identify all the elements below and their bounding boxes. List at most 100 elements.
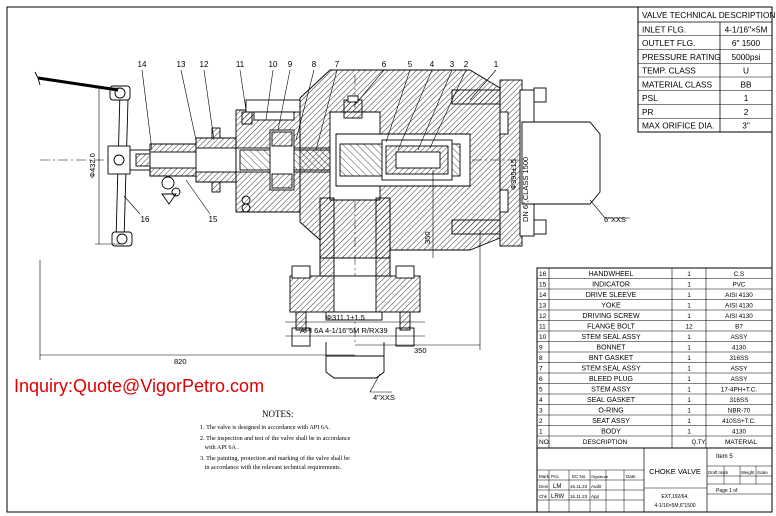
balloon-10: 10	[269, 60, 278, 69]
balloon-12: 12	[200, 60, 209, 69]
bom-material-4: 316SS	[730, 397, 749, 404]
tb-signature: Signature	[591, 474, 609, 479]
bom-qty-14: 1	[687, 292, 691, 299]
spec-label-1: OUTLET FLG.	[642, 38, 695, 48]
inquiry-watermark: Inquiry:Quote@VigorPetro.com	[14, 376, 264, 396]
balloon-13: 13	[177, 60, 186, 69]
bom-qty-3: 1	[687, 408, 691, 415]
note-line-1: 1. The valve is designed in accordance w…	[200, 424, 330, 431]
spec-label-0: INLET FLG.	[642, 24, 686, 34]
balloon-4: 4	[430, 60, 435, 69]
spec-value-1: 6" 1500	[732, 38, 761, 48]
spec-value-7: 3"	[742, 121, 750, 131]
bom-header-qty: Q.TY.	[692, 440, 707, 446]
balloon-14: 14	[138, 60, 147, 69]
note-line-3: with API 6A .	[200, 444, 239, 451]
title-block: Mark Pcs EC No. Signature Date Desi LM 1…	[536, 447, 773, 513]
tb-desi: Desi	[539, 484, 548, 489]
dimension-labels: Φ432.0 Φ395±15 DN 6",CLASS 1500 350 Φ311…	[88, 153, 626, 402]
spec-value-3: U	[743, 66, 749, 76]
balloon-9: 9	[288, 60, 293, 69]
bom-no-8: 8	[539, 355, 543, 362]
dim-handwheel-dia: Φ432.0	[88, 153, 97, 178]
bom-qty-2: 1	[687, 418, 691, 425]
bom-material-9: 4130	[732, 345, 747, 352]
spec-value-2: 5000psi	[731, 52, 760, 62]
bom-desc-3: O-RING	[598, 408, 623, 415]
balloon-leaders	[123, 69, 497, 215]
dim-outlet-class: DN 6",CLASS 1500	[521, 157, 530, 222]
dim-outlet-dia: Φ395±15	[509, 159, 518, 190]
spec-label-3: TEMP. CLASS	[642, 66, 696, 76]
tb-app: App	[591, 494, 600, 499]
bom-qty-5: 1	[687, 387, 691, 394]
dim-outlet-pipe: 6"XXS	[604, 215, 626, 224]
tb-ecno: EC No.	[572, 474, 587, 479]
bom-no-14: 14	[539, 292, 547, 299]
dim-height-350: 350	[423, 231, 432, 244]
tb-date: Date	[626, 474, 636, 479]
bom-material-3: NBR-70	[728, 408, 751, 415]
bom-material-6: ASSY	[731, 376, 749, 383]
spec-label-6: PR	[642, 107, 654, 117]
valve-spec-table: VALVE TECHNICAL DESCRIPTION INLET FLG.4-…	[637, 6, 775, 133]
bom-no-1: 1	[539, 429, 543, 436]
bom-material-13: AISI 4130	[725, 303, 753, 310]
bom-material-8: 316SS	[730, 355, 749, 362]
balloon-5: 5	[408, 60, 413, 69]
bom-desc-7: STEM SEAL ASSY	[581, 366, 641, 373]
bom-header-no: NO.	[539, 439, 551, 446]
bom-no-15: 15	[539, 282, 547, 289]
bom-desc-12: DRIVING SCREW	[582, 313, 640, 320]
bom-qty-9: 1	[687, 345, 691, 352]
dimension-lines	[39, 87, 630, 393]
tb-mark: Mark	[539, 474, 550, 479]
dim-inlet-api: API 6A 4-1/16"5M R/RX39	[300, 326, 388, 335]
bom-qty-6: 1	[687, 376, 691, 383]
bom-qty-15: 1	[687, 282, 691, 289]
tb-drawing-name: CHOKE VALVE	[649, 467, 701, 476]
bom-desc-5: STEM ASSY	[591, 387, 631, 394]
tb-audit: Audit	[591, 484, 602, 489]
bom-material-7: ASSY	[731, 366, 749, 373]
valve-cross-section	[34, 69, 601, 379]
spec-table-title: VALVE TECHNICAL DESCRIPTION	[642, 10, 775, 20]
spec-label-2: PRESSURE RATING	[642, 52, 721, 62]
bom-header-material: MATERIAL	[725, 439, 757, 446]
balloon-1: 1	[494, 60, 499, 69]
bom-no-13: 13	[539, 303, 547, 310]
tb-item-note: Item 5	[716, 454, 733, 460]
bom-qty-16: 1	[687, 271, 691, 278]
bom-material-1: 4130	[732, 429, 747, 436]
bom-material-12: AISI 4130	[725, 313, 753, 320]
bom-material-10: ASSY	[731, 334, 749, 341]
bom-material-14: AISI 4130	[725, 292, 753, 299]
note-line-4: 3. The painting, protection and marking …	[200, 455, 350, 462]
bom-desc-8: BNT GASKET	[589, 355, 634, 362]
balloon-8: 8	[312, 60, 317, 69]
bom-no-6: 6	[539, 376, 543, 383]
tb-scale: Scale	[757, 470, 768, 475]
bom-qty-10: 1	[687, 334, 691, 341]
tb-weight: Weight	[741, 470, 755, 475]
bom-header-description: DESCRIPTION	[583, 439, 628, 446]
bom-desc-4: SEAL GASKET	[587, 397, 636, 404]
dim-inlet-pipe: 4"XXS	[373, 393, 395, 402]
bom-qty-1: 1	[687, 429, 691, 436]
bom-no-4: 4	[539, 397, 543, 404]
spec-value-4: BB	[740, 79, 752, 89]
balloon-15: 15	[209, 215, 218, 224]
tb-pcs: Pcs	[551, 474, 559, 479]
bom-desc-2: SEAT ASSY	[592, 418, 630, 425]
spec-value-6: 2	[744, 107, 749, 117]
bom-no-9: 9	[539, 345, 543, 352]
bom-material-5: 17-4PH+T.C.	[721, 387, 757, 394]
balloon-7: 7	[335, 60, 340, 69]
tb-draft-mark: Draft mark	[708, 470, 729, 475]
tb-desi-date: 16.11.23	[570, 484, 588, 489]
tb-chk-name: LRW	[551, 494, 565, 500]
bom-no-7: 7	[539, 366, 543, 373]
tb-drawing-code2: 4-1/16×5M,6"1500	[654, 503, 695, 509]
